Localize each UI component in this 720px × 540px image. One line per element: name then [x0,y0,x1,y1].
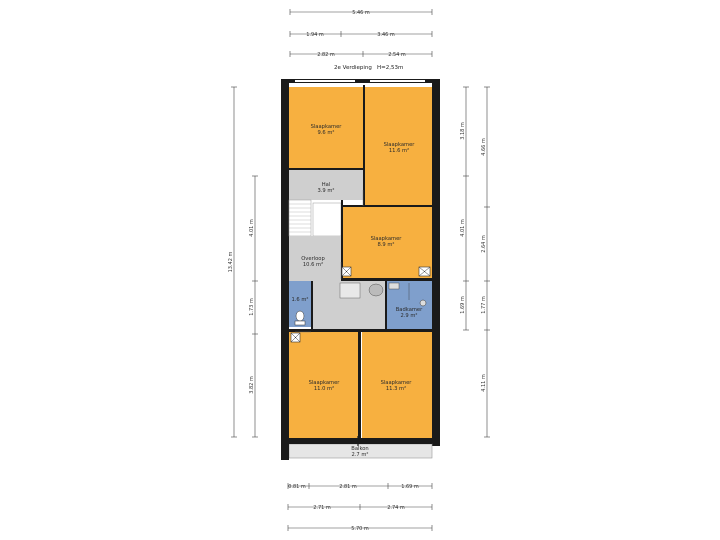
dim-top-3: 2.82 m [317,52,335,58]
room-7-area: 2.9 m² [400,313,417,319]
room-labels: Slaapkamer 9.6 m² Slaapkamer 11.6 m² Hal… [291,124,423,458]
walls [281,79,440,460]
interior-walls [283,85,432,460]
room-9-name: Slaapkamer [381,380,413,386]
dim-left-total: 13.42 m [228,251,234,272]
room-7-name: Badkamer [396,307,423,313]
room-hal [289,170,363,200]
dim-left-2: 1.73 m [249,298,255,316]
room-9-area: 11.3 m² [386,386,406,392]
room-8-area: 11.0 m² [314,386,334,392]
room-5-area: 10.6 m² [303,262,323,268]
dim-bottom-3: 1.69 m [401,484,419,490]
dim-right-7: 4.11 m [481,374,487,392]
dim-left-3: 3.82 m [249,376,255,394]
floor-name: 2e Verdieping [334,65,372,71]
room-5-name: Overloop [301,256,325,262]
room-2-area: 11.6 m² [389,148,409,154]
room-bedroom-4 [289,332,358,438]
room-10-name: Balkon [351,446,368,452]
dim-bottom-5: 2.74 m [387,505,405,511]
dim-right-3: 4.01 m [460,219,466,237]
room-toilet [289,281,311,327]
room-6-area: 1.6 m² [291,297,308,303]
floor-height: H=2,53m [377,65,403,71]
stairs [288,199,312,237]
dimension-lines [231,9,490,531]
dim-top-1: 1.94 m [306,32,324,38]
dim-right-6: 1.77 m [481,296,487,314]
dim-bottom-total: 5.70 m [351,526,369,532]
fixtures [290,190,431,446]
dim-bottom-1: 0.81 m [288,484,306,490]
room-3-area: 3.9 m² [317,188,334,194]
dim-right-2: 4.66 m [481,138,487,156]
dim-left-1: 4.01 m [249,219,255,237]
room-4-area: 8.9 m² [377,242,394,248]
room-1-name: Slaapkamer [311,124,343,130]
room-10-area: 2.7 m² [351,452,368,458]
room-3-name: Hal [322,182,331,188]
dim-right-5: 1.69 m [460,296,466,314]
room-fills [288,87,433,459]
dim-top-4: 2.54 m [388,52,406,58]
room-bedroom-2 [365,87,432,207]
room-bedroom-1 [289,87,363,168]
room-1-area: 9.6 m² [317,130,334,136]
room-bedroom-3 [343,207,432,278]
dim-right-4: 2.64 m [481,235,487,253]
room-8-name: Slaapkamer [309,380,341,386]
dim-top-2: 3.46 m [377,32,395,38]
room-4-name: Slaapkamer [371,236,403,242]
room-overloop [289,236,341,281]
room-2-name: Slaapkamer [384,142,416,148]
dim-right-1: 3.18 m [460,122,466,140]
dim-top-total: 5.46 m [352,10,370,16]
room-bedroom-5 [362,332,432,438]
dim-bottom-4: 2.71 m [313,505,331,511]
dimension-labels: 5.46 m 1.94 m 3.46 m 2.82 m 2.54 m 0.81 … [228,10,487,532]
dim-bottom-2: 2.81 m [339,484,357,490]
